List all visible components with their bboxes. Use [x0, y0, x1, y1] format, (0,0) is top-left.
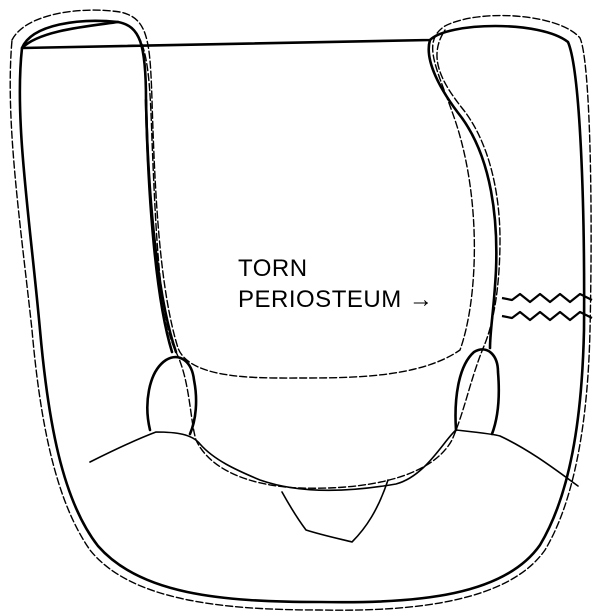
periosteum-inner-outline — [131, 28, 500, 488]
annotation-periosteum: PERIOSTEUM → — [238, 285, 433, 315]
left-ramus-top — [22, 22, 118, 48]
periosteum-tear-lower — [502, 312, 592, 320]
annotation-torn: TORN — [238, 254, 308, 284]
periosteum-tear-upper — [502, 294, 592, 302]
right-tooth — [456, 349, 499, 434]
annotation-periosteum-text: PERIOSTEUM — [238, 286, 402, 313]
alveolar-ridge — [90, 430, 578, 490]
annotation-arrow-icon: → — [409, 286, 434, 313]
